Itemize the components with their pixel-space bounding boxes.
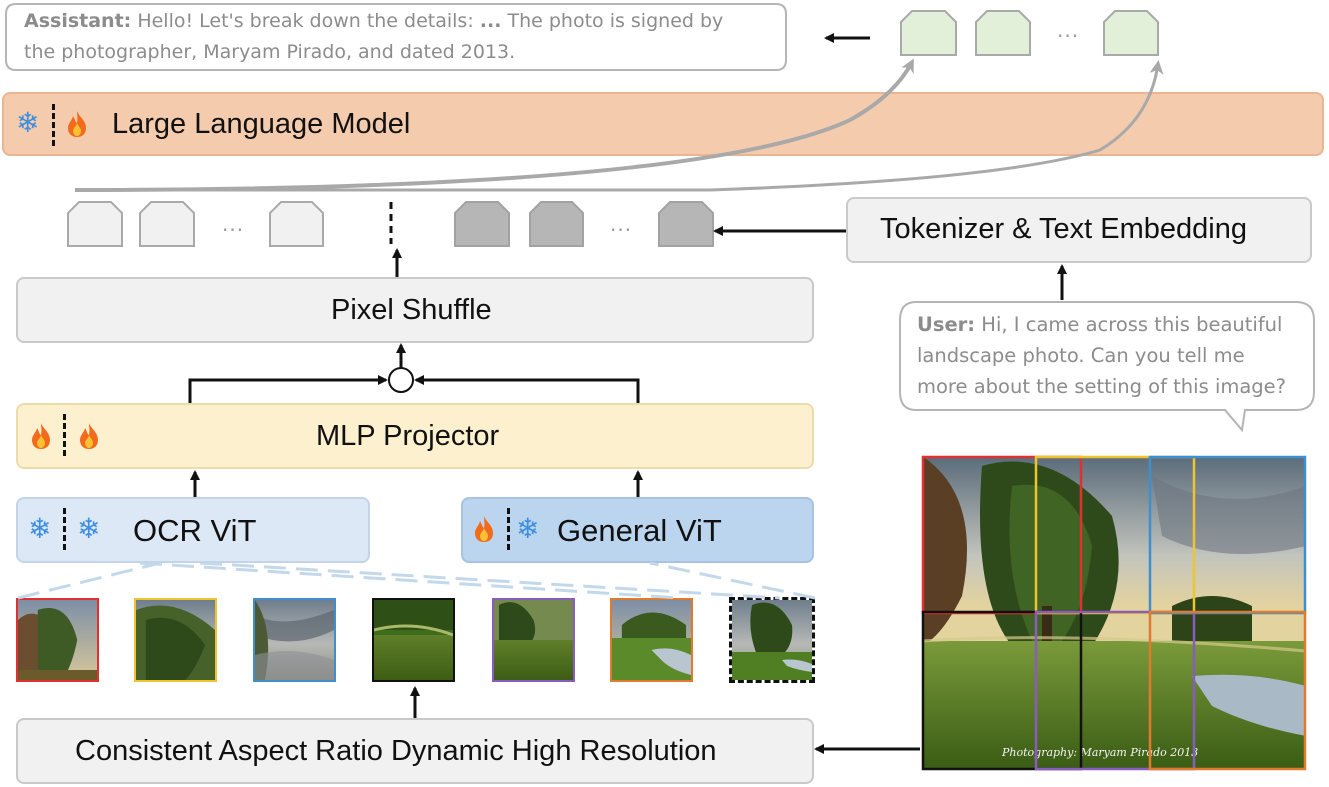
output-token-ellipsis: ···	[1057, 24, 1080, 48]
dynamic-resolution-label: Consistent Aspect Ratio Dynamic High Res…	[75, 735, 717, 767]
snowflake-icon: ❄	[516, 512, 540, 545]
text-token	[658, 201, 714, 247]
snowflake-icon: ❄	[77, 512, 101, 545]
user-speaker: User:	[917, 313, 976, 336]
mlp-left-branch	[188, 375, 388, 403]
output-token	[1103, 10, 1159, 56]
image-tile-3	[253, 598, 336, 682]
llm-label: Large Language Model	[112, 108, 411, 140]
mlp-right-branch	[414, 375, 640, 403]
visual-token-ellipsis: ···	[222, 218, 245, 242]
visual-token	[67, 201, 123, 247]
crop-grid	[921, 455, 1307, 771]
user-line-2: landscape photo. Can you tell me	[917, 344, 1245, 367]
visual-token	[139, 201, 195, 247]
dynamic-resolution-box	[16, 718, 814, 784]
output-token	[975, 10, 1031, 56]
output-tokens	[900, 10, 1159, 56]
assistant-text-start: Hello! Let's break down the details:	[137, 10, 480, 32]
output-token	[900, 10, 957, 56]
assistant-line-2: the photographer, Maryam Pirado, and dat…	[24, 41, 516, 63]
landscape-image: Photography: Maryam Pirado 2013	[922, 456, 1306, 770]
llm-box	[2, 92, 1324, 156]
tokenizer-label: Tokenizer & Text Embedding	[880, 213, 1248, 245]
divider-dash	[63, 508, 66, 550]
fire-icon	[80, 423, 98, 449]
tile-fan-lines	[17, 561, 816, 600]
text-tokens	[454, 201, 714, 247]
assistant-line-1: Assistant: Hello! Let's break down the d…	[24, 6, 723, 37]
tokenizer-box	[846, 197, 1312, 263]
general-vit-box	[461, 497, 814, 563]
user-line-1: User: Hi, I came across this beautiful	[917, 309, 1282, 340]
fire-icon	[475, 516, 493, 542]
pixel-shuffle-label: Pixel Shuffle	[331, 294, 492, 326]
text-token-ellipsis: ···	[610, 218, 633, 242]
ocr-vit-box	[16, 497, 370, 563]
image-tile-5	[492, 598, 575, 682]
user-text-1: Hi, I came across this beautiful	[981, 313, 1283, 336]
llm-flow-arrow	[74, 58, 914, 192]
mlp-box	[16, 403, 814, 469]
visual-tokens	[67, 201, 324, 247]
image-tile-1	[16, 598, 99, 682]
visual-token	[269, 201, 324, 247]
image-tile-2	[134, 598, 217, 682]
snowflake-icon: ❄	[16, 106, 40, 139]
assistant-ellipsis: ...	[479, 10, 502, 32]
user-line-3: more about the setting of this image?	[917, 375, 1287, 398]
assistant-bubble-outline	[5, 3, 787, 71]
assistant-text-tail: The photo is signed by	[501, 10, 724, 32]
fire-icon	[32, 423, 50, 449]
mlp-label: MLP Projector	[316, 420, 500, 452]
divider-dash	[52, 104, 55, 146]
text-token	[454, 201, 510, 247]
landscape-photo	[922, 456, 1306, 770]
plus-node	[388, 367, 414, 393]
divider-dash	[507, 508, 510, 550]
llm-flow-arrow	[75, 60, 1164, 192]
general-vit-label: General ViT	[557, 513, 722, 548]
pixel-shuffle-box	[16, 277, 814, 343]
assistant-speaker: Assistant:	[24, 10, 132, 32]
ocr-vit-label: OCR ViT	[133, 513, 257, 548]
image-tile-thumbnail	[729, 597, 815, 683]
text-token	[529, 201, 584, 247]
fire-icon	[68, 111, 86, 137]
divider-dash	[63, 414, 66, 456]
image-tile-6	[610, 598, 693, 682]
snowflake-icon: ❄	[28, 512, 52, 545]
image-tile-4	[372, 598, 455, 682]
